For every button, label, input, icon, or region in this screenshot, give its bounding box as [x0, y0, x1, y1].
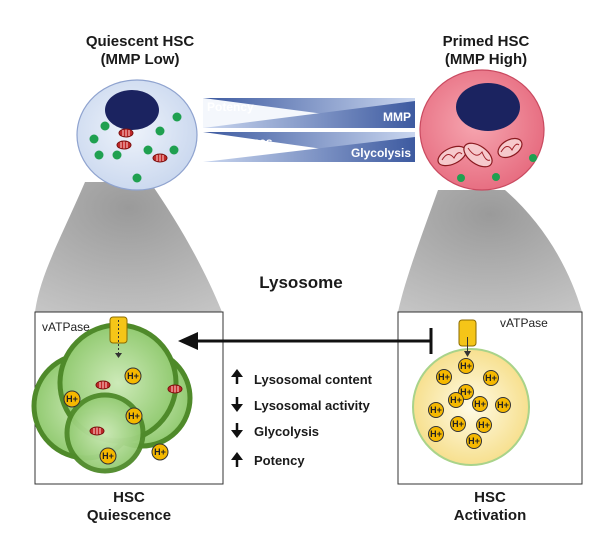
proton-label: H+ [468, 436, 480, 446]
proton-label: H+ [478, 420, 490, 430]
quiescent-lysosomes [89, 112, 182, 183]
primed-hsc-cell [419, 69, 545, 191]
proton-label: H+ [128, 411, 140, 421]
primed-title-line2: (MMP High) [445, 51, 527, 68]
effect-text: Potency [254, 453, 305, 468]
quiescence-caption-line1: HSC [113, 489, 145, 506]
effect-text: Lysosomal content [254, 372, 373, 387]
right-projection-cone [398, 190, 582, 312]
proton-label: H+ [460, 361, 472, 371]
primed-nucleus [456, 83, 520, 131]
quiescent-hsc-cell [76, 79, 198, 191]
arrow-up-icon [231, 369, 243, 384]
proton-label: H+ [485, 373, 497, 383]
proton-label: H+ [430, 429, 442, 439]
proton-label: H+ [127, 371, 139, 381]
proton-label: H+ [66, 394, 78, 404]
effect-text: Glycolysis [254, 424, 319, 439]
arrow-down-icon [231, 423, 243, 438]
effects-list: Lysosomal content Lysosomal activity Gly… [231, 369, 373, 468]
activation-caption-line1: HSC [474, 489, 506, 506]
proton-label: H+ [497, 400, 509, 410]
trend-label-potency: Potency [207, 100, 254, 114]
effect-row: Glycolysis [231, 423, 319, 439]
inhibition-arrow [178, 328, 433, 354]
effect-row: Lysosomal content [231, 369, 373, 387]
left-projection-cone [35, 182, 222, 312]
proton-label: H+ [438, 372, 450, 382]
proton-label: H+ [102, 451, 114, 461]
lysosome-title: Lysosome [259, 273, 342, 292]
proton-label: H+ [460, 387, 472, 397]
quiescence-vatpase-label: vATPase [42, 320, 90, 334]
trend-label-lysosomes: Lysosomes [207, 135, 273, 149]
activation-protons: H+ H+ H+ H+ H+ H+ H+ H+ H+ H+ H+ H+ [428, 358, 511, 449]
proton-label: H+ [154, 447, 166, 457]
quiescent-title-line1: Quiescent HSC [86, 33, 195, 50]
quiescent-nucleus [105, 90, 159, 130]
primed-lysosomes [457, 154, 537, 182]
arrow-up-icon [231, 452, 243, 467]
quiescence-vatpase-pump [109, 316, 128, 358]
activation-caption-line2: Activation [454, 507, 527, 524]
effect-row: Lysosomal activity [231, 397, 371, 413]
effect-row: Potency [231, 452, 305, 468]
activation-vatpase-label: vATPase [500, 316, 548, 330]
proton-label: H+ [450, 395, 462, 405]
effect-text: Lysosomal activity [254, 398, 371, 413]
proton-label: H+ [452, 419, 464, 429]
quiescence-protons: H+ H+ H+ H+ H+ [63, 367, 169, 465]
trend-label-glycolysis: Glycolysis [351, 146, 411, 160]
proton-label: H+ [474, 399, 486, 409]
trend-label-mmp: MMP [383, 110, 411, 124]
quiescent-lysosome-cluster [31, 322, 193, 474]
proton-label: H+ [430, 405, 442, 415]
arrow-down-icon [231, 397, 243, 412]
activation-vatpase-pump [458, 319, 477, 357]
primed-title-line1: Primed HSC [443, 33, 530, 50]
quiescence-caption-line2: Quiescence [87, 507, 171, 524]
primed-mitochondria [437, 137, 523, 168]
quiescent-title-line2: (MMP Low) [101, 51, 180, 68]
trend-arrows: Potency MMP Lysosomes Glycolysis [203, 98, 415, 162]
